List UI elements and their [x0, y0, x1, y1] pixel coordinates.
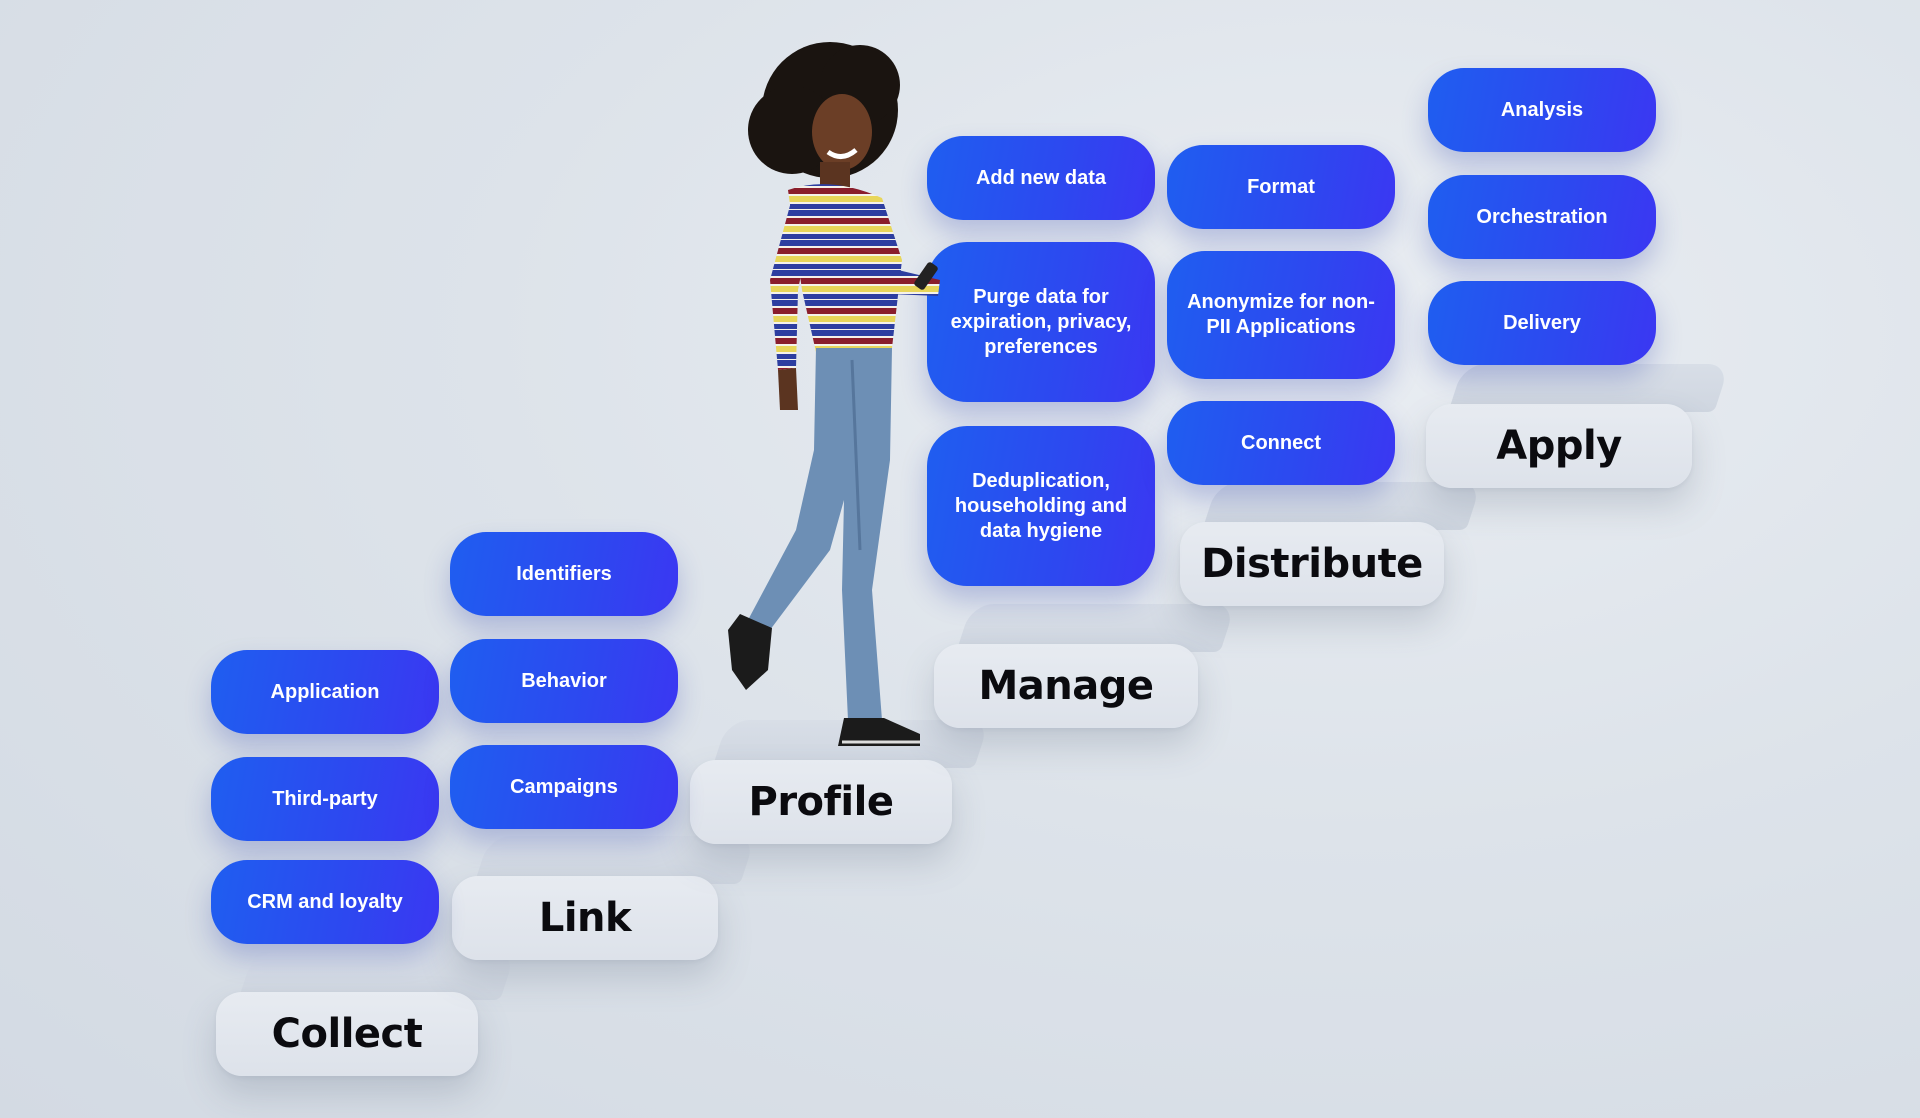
- pill-crm-and-loyalty: CRM and loyalty: [211, 860, 439, 944]
- pill-add-new-data: Add new data: [927, 136, 1155, 220]
- pill-application: Application: [211, 650, 439, 734]
- pill-third-party: Third-party: [211, 757, 439, 841]
- jeans-shape: [748, 348, 892, 720]
- step-label-apply: Apply: [1496, 423, 1622, 469]
- step-label-distribute: Distribute: [1201, 541, 1423, 587]
- step-link: Link: [452, 876, 718, 960]
- step-label-link: Link: [538, 895, 632, 941]
- step-collect: Collect: [216, 992, 478, 1076]
- step-distribute: Distribute: [1180, 522, 1444, 606]
- step-label-manage: Manage: [978, 663, 1154, 709]
- shoe-back: [728, 614, 772, 690]
- pill-delivery: Delivery: [1428, 281, 1656, 365]
- pill-campaigns: Campaigns: [450, 745, 678, 829]
- pill-connect: Connect: [1167, 401, 1395, 485]
- pill-identifiers: Identifiers: [450, 532, 678, 616]
- woman-illustration: [728, 42, 940, 746]
- pill-analysis: Analysis: [1428, 68, 1656, 152]
- phone-icon: [914, 262, 938, 290]
- pill-deduplication: Deduplication, householding and data hyg…: [927, 426, 1155, 586]
- pill-behavior: Behavior: [450, 639, 678, 723]
- step-apply: Apply: [1426, 404, 1692, 488]
- pill-format: Format: [1167, 145, 1395, 229]
- pill-orchestration: Orchestration: [1428, 175, 1656, 259]
- pill-anonymize: Anonymize for non-PII Applications: [1167, 251, 1395, 379]
- step-manage: Manage: [934, 644, 1198, 728]
- step-profile: Profile: [690, 760, 952, 844]
- sweater-shape: [788, 184, 902, 352]
- pill-purge-data: Purge data for expiration, privacy, pref…: [927, 242, 1155, 402]
- face-shape: [812, 94, 872, 170]
- shoe-front: [838, 718, 920, 746]
- step-label-profile: Profile: [748, 779, 894, 825]
- step-label-collect: Collect: [271, 1011, 423, 1057]
